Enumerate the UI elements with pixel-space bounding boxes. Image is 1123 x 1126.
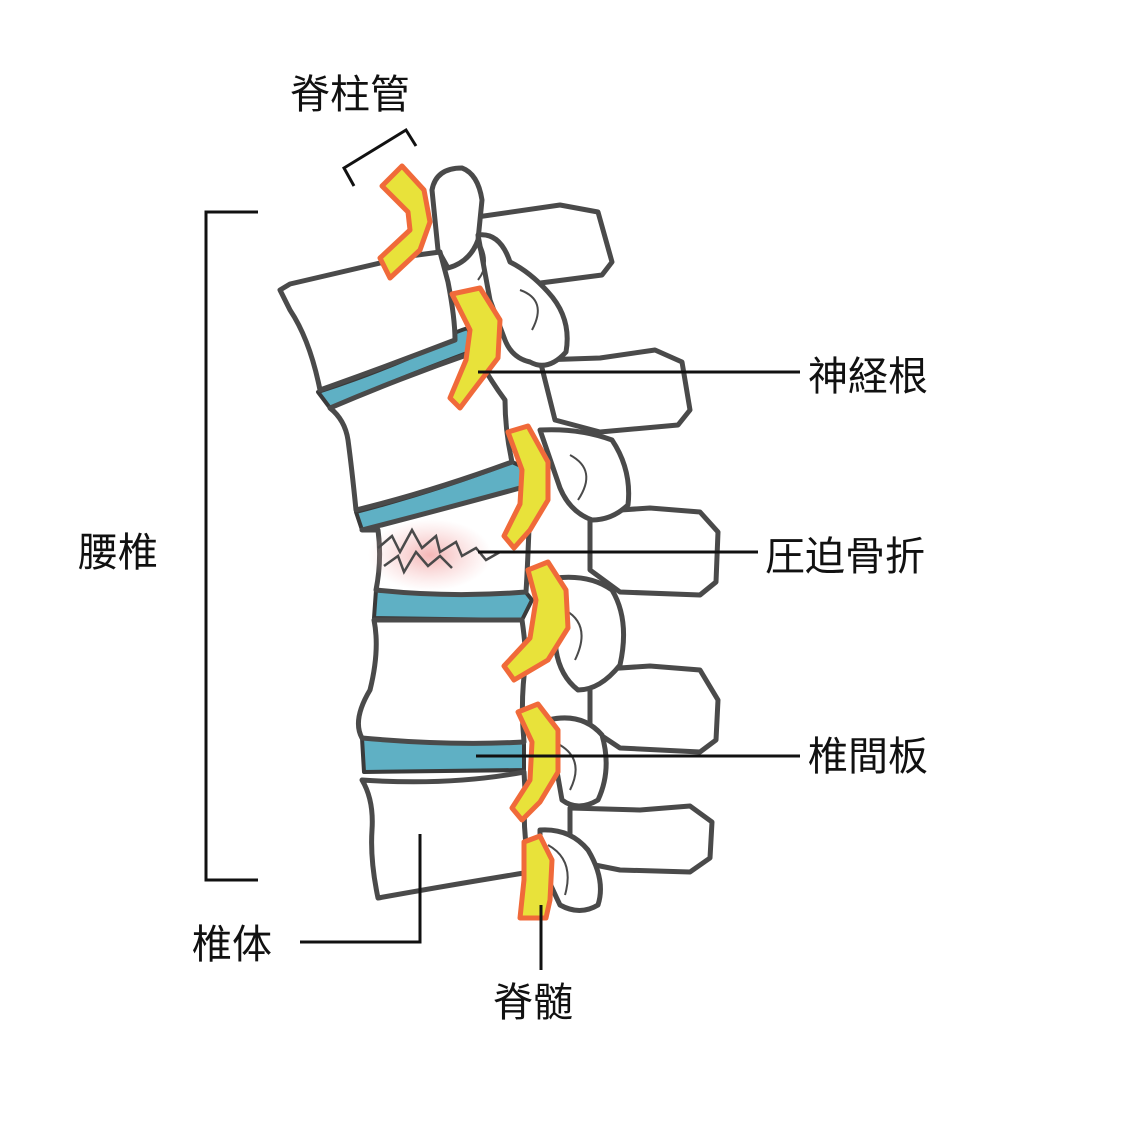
label-spinal-cord: 脊髄 bbox=[493, 980, 573, 1026]
label-intervertebral-disc: 椎間板 bbox=[808, 734, 928, 780]
label-spinal-canal: 脊柱管 bbox=[290, 72, 410, 118]
fracture-glow bbox=[368, 519, 492, 591]
spinous-process-2 bbox=[537, 347, 693, 435]
facet-1 bbox=[475, 232, 570, 368]
nerve-1 bbox=[377, 163, 433, 281]
nerve-6 bbox=[517, 833, 555, 921]
lumbar-bracket bbox=[204, 210, 258, 882]
articular-processes bbox=[429, 165, 632, 913]
label-compression-fracture: 圧迫骨折 bbox=[765, 534, 925, 580]
fracture-zone bbox=[368, 519, 501, 591]
vertebral-bodies bbox=[277, 249, 533, 901]
label-vertebral-body: 椎体 bbox=[192, 922, 272, 968]
superior-process-top bbox=[429, 165, 485, 271]
nerve-4 bbox=[501, 559, 571, 683]
facet-4 bbox=[545, 715, 609, 809]
vertebra-5 bbox=[359, 769, 533, 901]
vertebral-body-leader bbox=[300, 834, 422, 944]
nerve-3 bbox=[501, 423, 551, 551]
vertebra-1 bbox=[277, 249, 458, 393]
nerve-5 bbox=[509, 701, 561, 823]
annotations bbox=[204, 127, 800, 970]
label-lumbar-spine: 腰椎 bbox=[78, 530, 158, 576]
fracture-crack bbox=[377, 527, 501, 575]
spinal-canal-bracket bbox=[341, 127, 418, 187]
vertebra-4 bbox=[355, 617, 529, 746]
label-nerve-root: 神経根 bbox=[808, 354, 928, 400]
facet-3 bbox=[552, 574, 627, 693]
nerve-2 bbox=[447, 285, 503, 411]
spinal-cord-segments bbox=[377, 163, 571, 921]
facet-2 bbox=[537, 427, 632, 523]
